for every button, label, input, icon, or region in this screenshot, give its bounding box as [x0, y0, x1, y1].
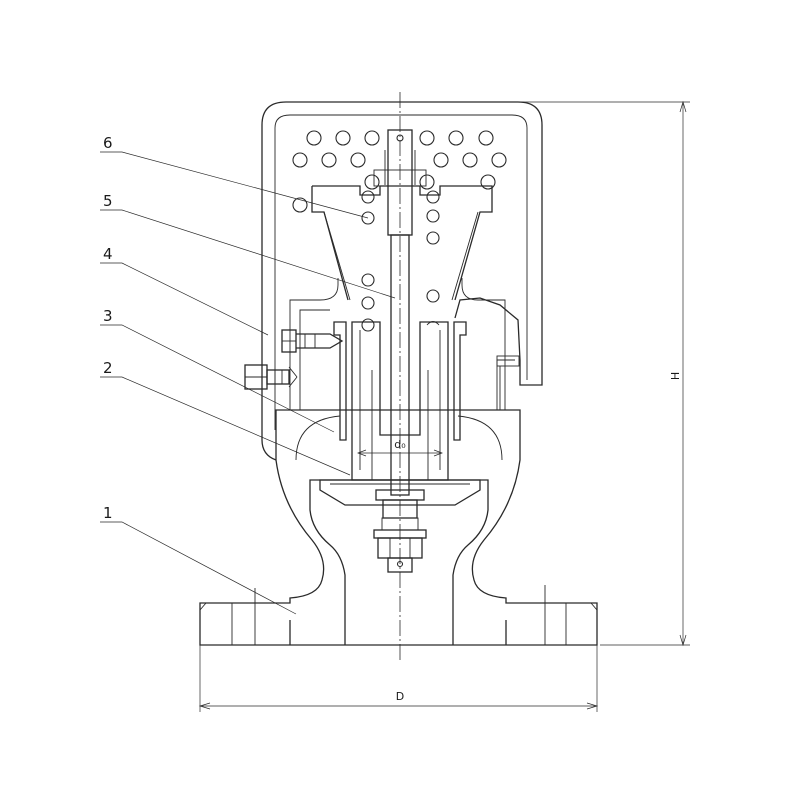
callout-1: 1 — [103, 504, 113, 522]
bore-dimension-label: d₀ — [394, 438, 406, 451]
dimension-lines — [198, 100, 690, 712]
callout-3: 3 — [103, 307, 113, 325]
callout-4: 4 — [103, 245, 113, 263]
spring-cone — [311, 185, 493, 332]
callout-5: 5 — [103, 192, 113, 210]
vent-hole-pattern — [292, 130, 507, 213]
side-bolts — [244, 329, 344, 390]
valve-body — [199, 409, 598, 646]
leader-lines — [100, 151, 396, 615]
callout-6: 6 — [103, 134, 113, 152]
diameter-dimension-label: D — [396, 690, 404, 703]
callout-2: 2 — [103, 359, 113, 377]
bonnet-cover — [261, 101, 543, 461]
height-dimension-label: H — [669, 372, 682, 380]
